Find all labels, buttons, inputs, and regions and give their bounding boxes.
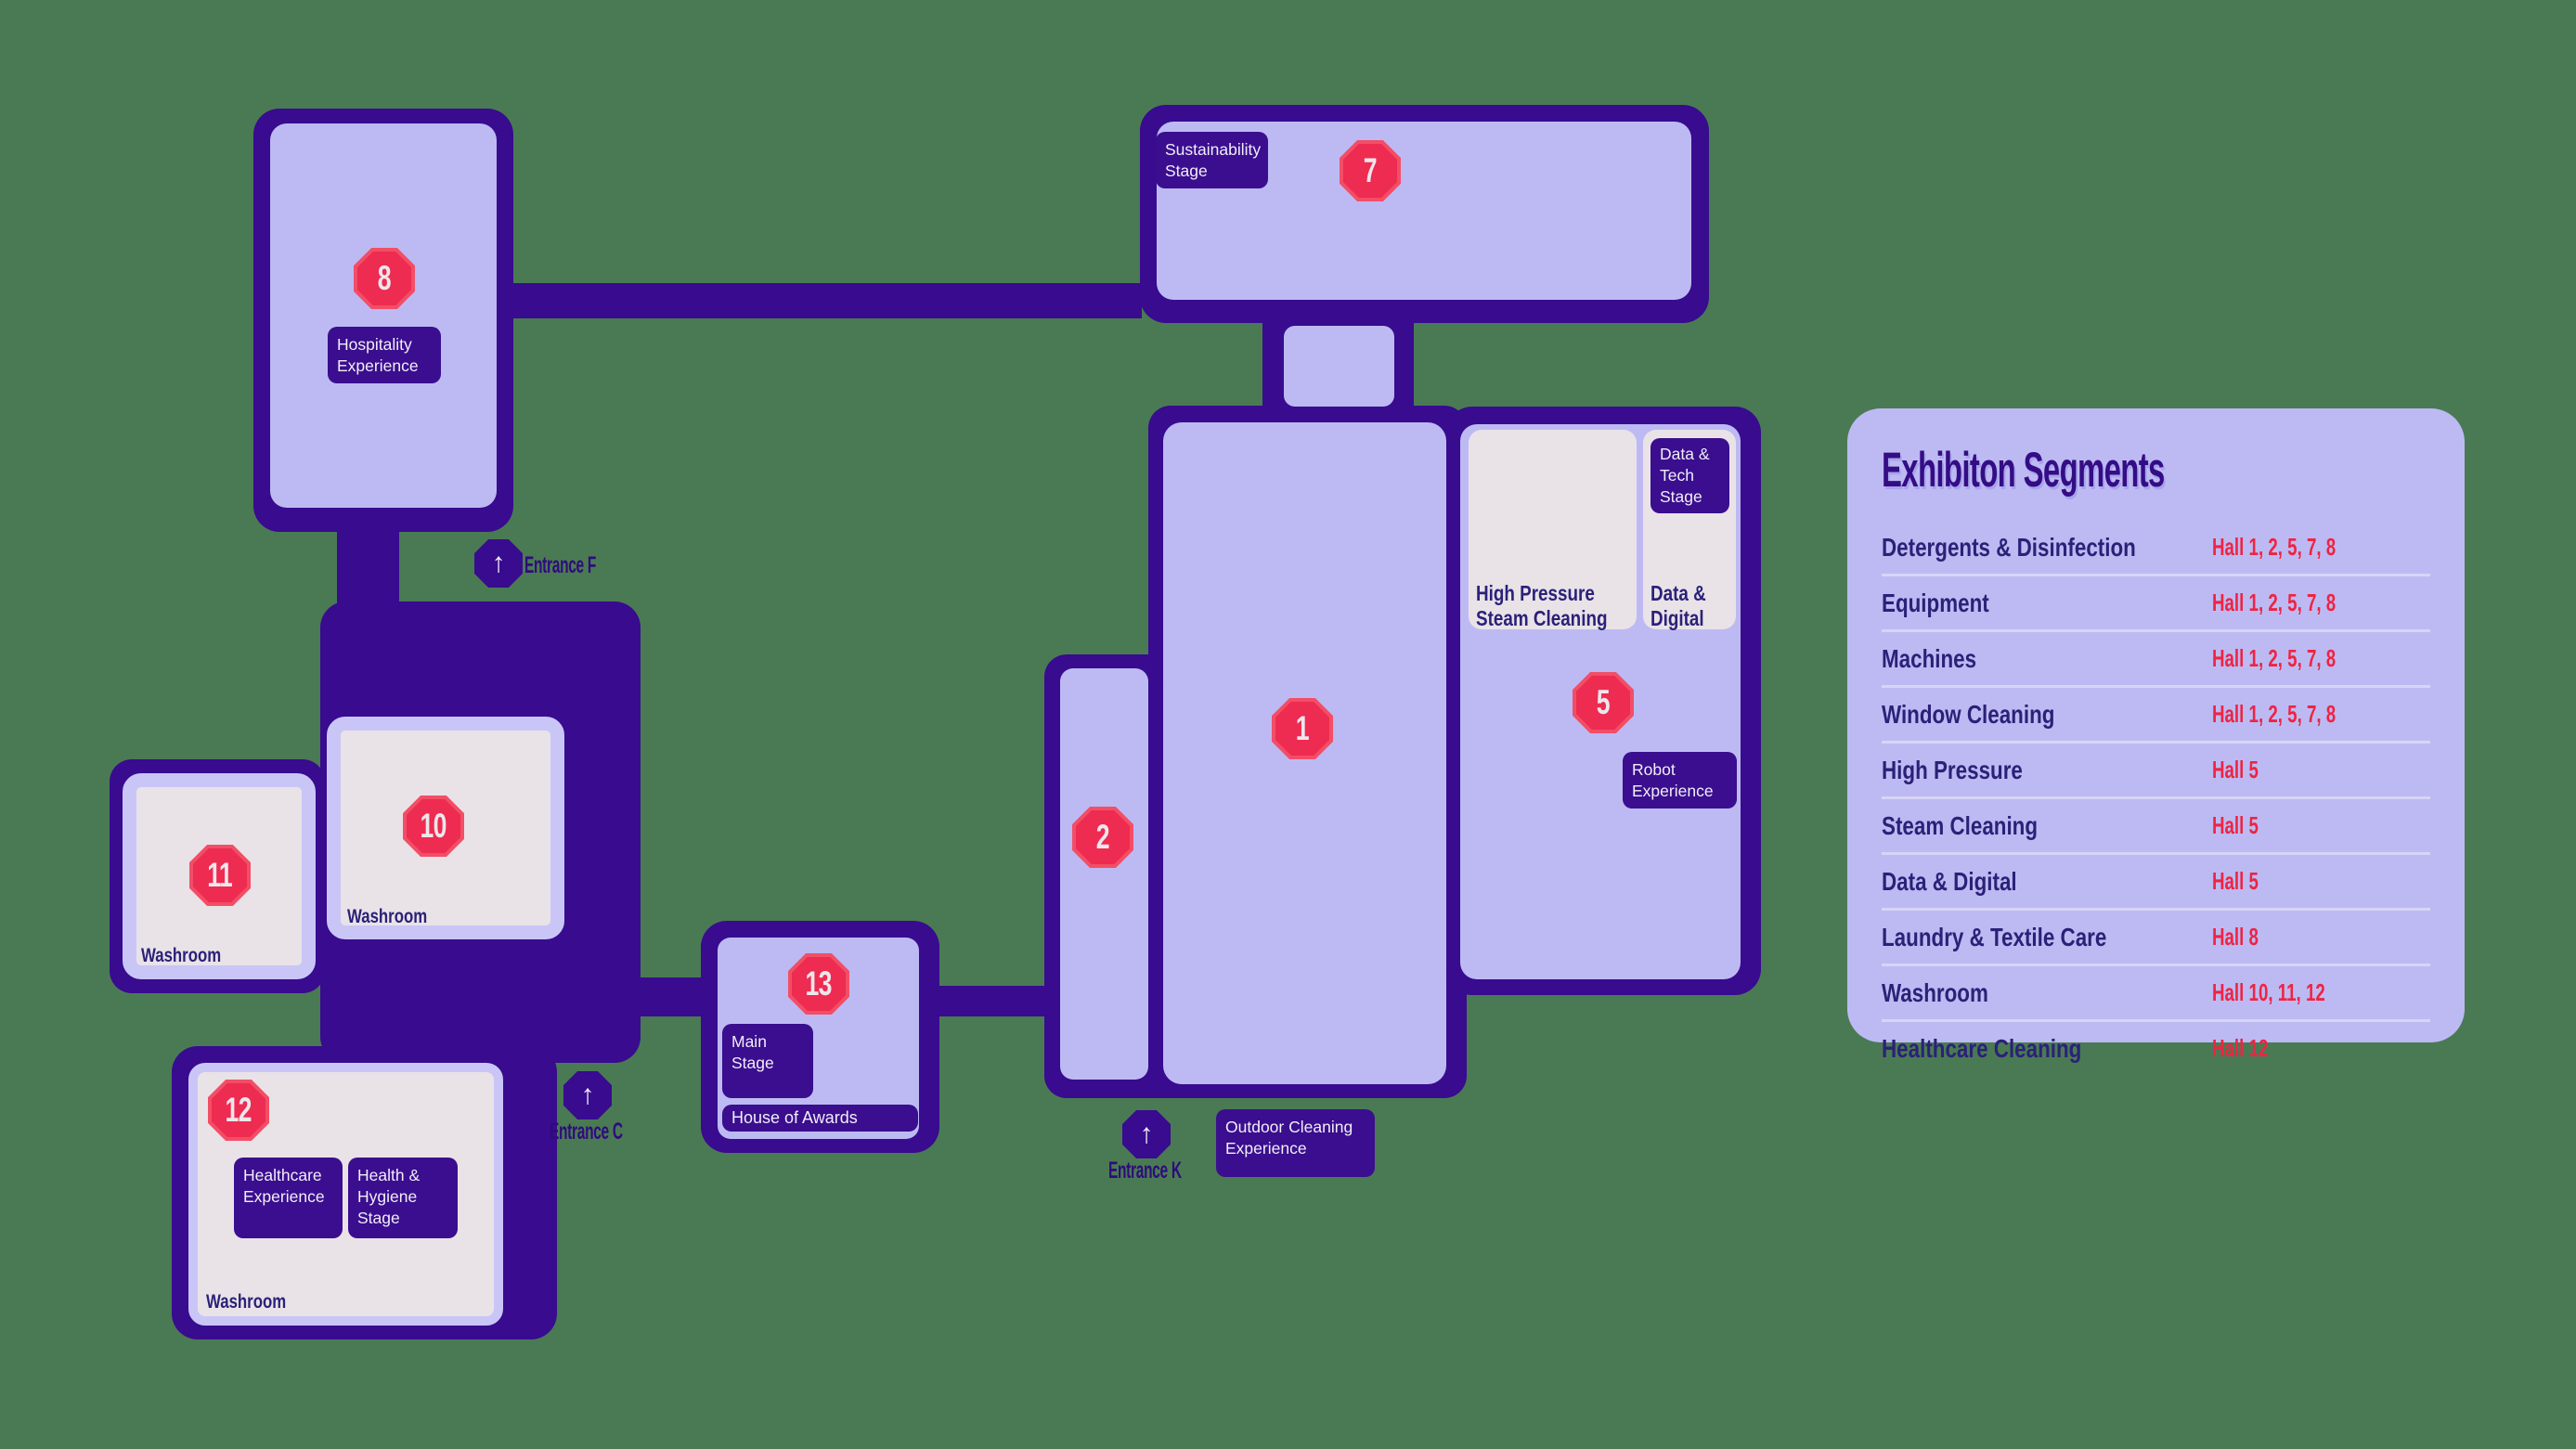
hall12-badge[interactable]: 12 bbox=[208, 1080, 269, 1141]
hall11-badge[interactable]: 11 bbox=[189, 845, 251, 906]
entrance-c-icon[interactable]: ↑ bbox=[563, 1071, 612, 1119]
corridor-hall8-stem bbox=[337, 520, 399, 613]
corridor-trunk-hall13 bbox=[641, 977, 703, 1016]
entrance-f-label: Entrance F bbox=[524, 552, 597, 578]
washroom-label-hall10: Washroom bbox=[347, 906, 428, 927]
legend-row-steam-cleaning: Steam Cleaning Hall 5 bbox=[1882, 799, 2430, 855]
house-of-awards-label[interactable]: House of Awards bbox=[722, 1105, 918, 1132]
legend-row-healthcare: Healthcare Cleaning Hall 12 bbox=[1882, 1033, 2269, 1063]
hall10-badge[interactable]: 10 bbox=[403, 796, 464, 857]
legend-row-window-cleaning: Window Cleaning Hall 1, 2, 5, 7, 8 bbox=[1882, 688, 2430, 744]
data-digital-label: Data & Digital bbox=[1650, 581, 1706, 630]
hall7-badge[interactable]: 7 bbox=[1340, 140, 1401, 201]
hospitality-experience-label[interactable]: Hospitality Experience bbox=[328, 327, 441, 383]
connector-room[interactable] bbox=[1284, 326, 1394, 407]
arrow-up-icon: ↑ bbox=[491, 548, 506, 578]
healthcare-experience-label[interactable]: Healthcare Experience bbox=[234, 1158, 343, 1238]
robot-experience-label[interactable]: Robot Experience bbox=[1623, 752, 1737, 809]
legend-row-laundry: Laundry & Textile Care Hall 8 bbox=[1882, 911, 2430, 966]
hall8-badge[interactable]: 8 bbox=[354, 248, 415, 309]
corridor-hall13-hall2 bbox=[939, 986, 1046, 1016]
exhibition-segments-panel: Exhibiton Segments Detergents & Disinfec… bbox=[1847, 408, 2465, 1063]
entrance-c-label: Entrance C bbox=[550, 1119, 623, 1145]
panel-title: Exhibiton Segments bbox=[1882, 443, 2165, 498]
high-pressure-steam-cleaning-area[interactable] bbox=[1469, 430, 1637, 629]
health-hygiene-stage-label[interactable]: Health & Hygiene Stage bbox=[348, 1158, 458, 1238]
washroom-label-hall11: Washroom bbox=[141, 945, 222, 966]
entrance-k-label: Entrance K bbox=[1108, 1158, 1182, 1184]
hall2-badge[interactable]: 2 bbox=[1072, 807, 1133, 868]
legend-row-high-pressure: High Pressure Hall 5 bbox=[1882, 744, 2430, 799]
sustainability-stage-label[interactable]: Sustainability Stage bbox=[1156, 132, 1268, 188]
entrance-f-icon[interactable]: ↑ bbox=[474, 539, 523, 588]
hall1-badge[interactable]: 1 bbox=[1272, 698, 1333, 759]
hall-11[interactable] bbox=[123, 773, 316, 979]
legend-row-equipment: Equipment Hall 1, 2, 5, 7, 8 bbox=[1882, 576, 2430, 632]
arrow-up-icon: ↑ bbox=[580, 1080, 595, 1110]
outdoor-cleaning-experience-label[interactable]: Outdoor Cleaning Experience bbox=[1216, 1109, 1375, 1177]
legend-row-washroom: Washroom Hall 10, 11, 12 bbox=[1882, 966, 2430, 1022]
legend-row-machines: Machines Hall 1, 2, 5, 7, 8 bbox=[1882, 632, 2430, 688]
legend-row-data-digital: Data & Digital Hall 5 bbox=[1882, 855, 2430, 911]
corridor-hall8-hall7 bbox=[513, 283, 1142, 318]
high-pressure-steam-label: High Pressure Steam Cleaning bbox=[1476, 581, 1608, 630]
legend-row-detergents: Detergents & Disinfection Hall 1, 2, 5, … bbox=[1882, 521, 2430, 576]
hall-8[interactable] bbox=[270, 123, 497, 508]
data-tech-stage-label[interactable]: Data & Tech Stage bbox=[1650, 438, 1729, 513]
hall13-badge[interactable]: 13 bbox=[788, 953, 849, 1015]
main-stage-label[interactable]: Main Stage bbox=[722, 1024, 813, 1098]
washroom-label-hall12: Washroom bbox=[206, 1291, 287, 1313]
arrow-up-icon: ↑ bbox=[1139, 1119, 1154, 1149]
hall5-badge[interactable]: 5 bbox=[1573, 672, 1634, 733]
hall-2[interactable] bbox=[1060, 668, 1148, 1080]
entrance-k-icon[interactable]: ↑ bbox=[1122, 1110, 1171, 1158]
